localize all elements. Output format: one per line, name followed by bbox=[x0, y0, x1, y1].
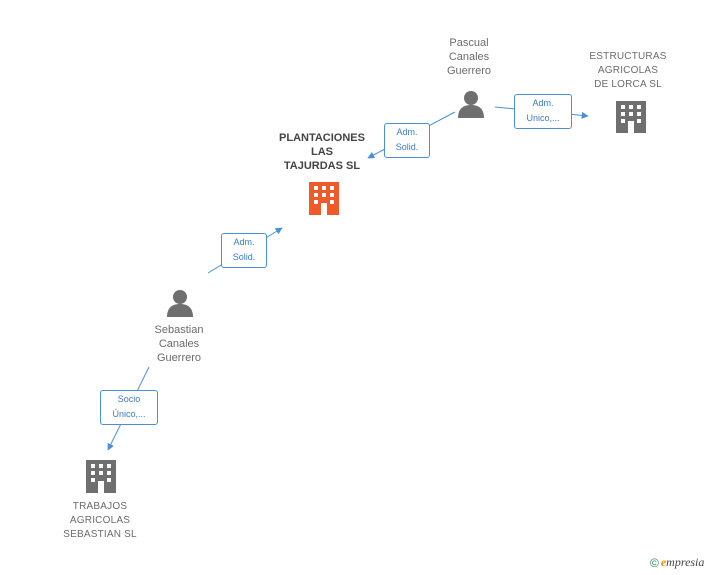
edge-label-pascual-plantaciones: Adm. Solid. bbox=[384, 123, 430, 158]
node-label-sebastian[interactable]: Sebastian Canales Guerrero bbox=[154, 324, 204, 364]
edge-label-sebastian-plantaciones: Adm. Solid. bbox=[221, 233, 267, 268]
building-icon-focus bbox=[309, 182, 339, 215]
footer-brand: © empresia bbox=[650, 555, 704, 570]
person-icon bbox=[458, 91, 484, 118]
brand-logo: empresia bbox=[660, 555, 705, 569]
node-label-plantaciones[interactable]: PLANTACIONES LAS TAJURDAS SL bbox=[279, 132, 365, 172]
person-icon bbox=[167, 290, 193, 317]
node-label-estructuras[interactable]: ESTRUCTURAS AGRICOLAS DE LORCA SL bbox=[589, 51, 667, 90]
copyright-icon: © bbox=[650, 555, 659, 570]
edge-label-sebastian-trabajos: Socio Único,... bbox=[100, 390, 158, 425]
building-icon bbox=[616, 101, 646, 133]
building-icon bbox=[86, 460, 116, 493]
node-label-trabajos[interactable]: TRABAJOS AGRICOLAS SEBASTIAN SL bbox=[63, 501, 137, 540]
node-label-pascual[interactable]: Pascual Canales Guerrero bbox=[446, 37, 492, 77]
edge-label-pascual-estructuras: Adm. Unico,... bbox=[514, 94, 572, 129]
